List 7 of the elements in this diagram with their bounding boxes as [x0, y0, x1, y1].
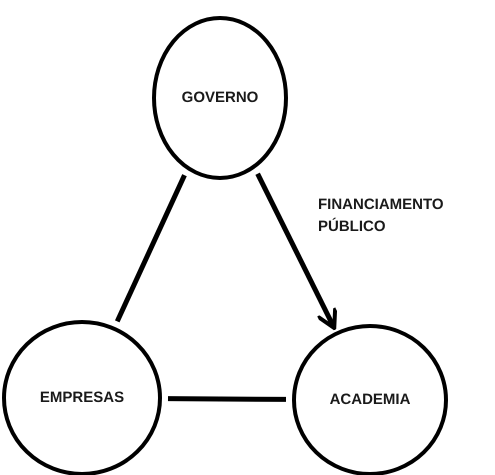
connector-line — [168, 396, 286, 402]
node-label: ACADEMIA — [330, 390, 410, 410]
node-label: EMPRESAS — [40, 388, 124, 408]
ellipse-node — [152, 16, 288, 180]
node-label: GOVERNO — [182, 88, 258, 108]
arrow — [255, 172, 338, 330]
connector-line — [114, 174, 187, 322]
